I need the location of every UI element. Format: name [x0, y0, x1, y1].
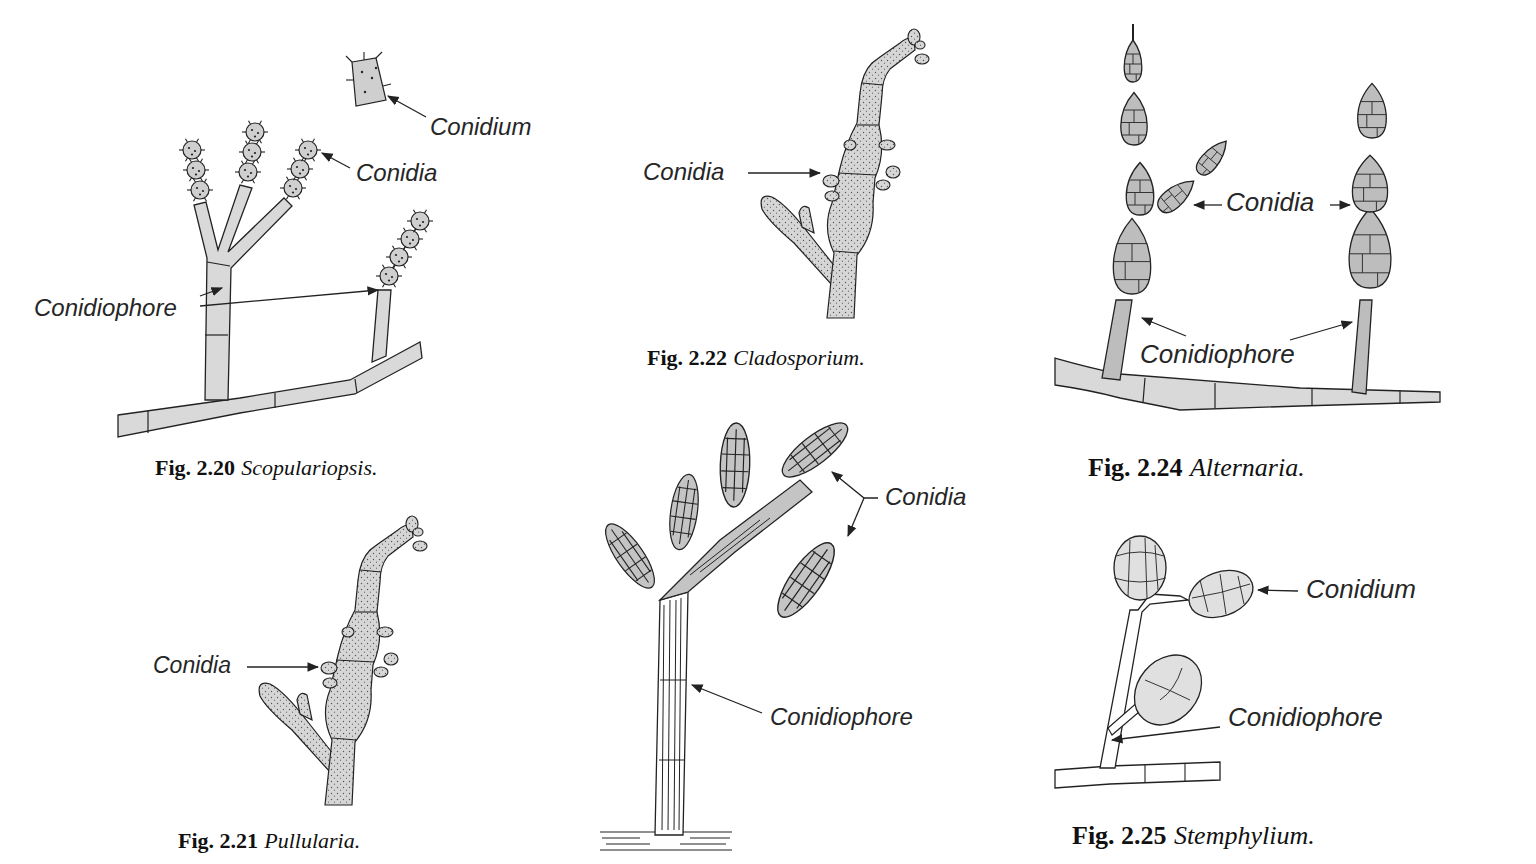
unnamed-fungus-drawing	[597, 414, 878, 850]
figure-number: Fig. 2.22	[647, 345, 727, 370]
part-label: Conidia	[1226, 188, 1314, 218]
leader-lines	[247, 173, 820, 667]
pullularia-drawing	[259, 516, 427, 805]
figure-caption: Pullularia.	[264, 828, 360, 853]
scopulariopsis-drawing	[118, 52, 433, 437]
figure-caption: Scopulariopsis.	[241, 455, 377, 480]
figure-number: Fig. 2.24	[1088, 453, 1183, 483]
part-label: Conidiophore	[34, 294, 177, 322]
part-label: Conidiophore	[1140, 340, 1295, 370]
figure-number: Fig. 2.21	[178, 828, 258, 853]
part-label: Conidium	[1306, 575, 1416, 605]
part-label: Conidia	[153, 652, 231, 678]
part-label: Conidium	[430, 113, 531, 141]
part-label: Conidiophore	[1228, 703, 1383, 733]
figure-caption: Alternaria.	[1190, 453, 1305, 483]
part-label: Conidia	[885, 483, 966, 511]
alternaria-drawing	[1055, 24, 1440, 410]
figure-caption: Stemphylium.	[1174, 821, 1315, 851]
part-label: Conidiophore	[770, 703, 913, 731]
stemphylium-drawing	[1055, 536, 1298, 788]
figure-caption: Cladosporium.	[733, 345, 864, 370]
part-label: Conidia	[356, 159, 437, 187]
figure-number: Fig. 2.25	[1072, 821, 1167, 851]
figure-number: Fig. 2.20	[155, 455, 235, 480]
part-label: Conidia	[643, 158, 724, 186]
